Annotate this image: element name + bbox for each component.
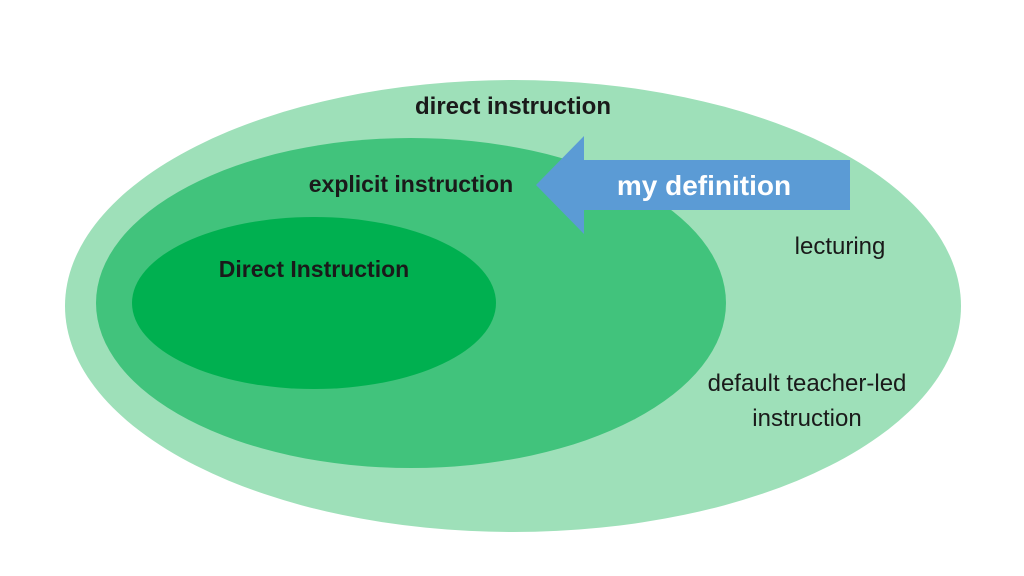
outer-item-default-teacher-led-line2: instruction bbox=[752, 405, 861, 432]
outer-item-default-teacher-led-line1: default teacher-led bbox=[708, 370, 907, 397]
outer-item-lecturing: lecturing bbox=[795, 233, 886, 260]
outer-ellipse-label: direct instruction bbox=[415, 93, 611, 120]
left-arrow-icon bbox=[536, 136, 850, 234]
middle-ellipse-label: explicit instruction bbox=[309, 171, 513, 197]
inner-ellipse-label: Direct Instruction bbox=[219, 256, 409, 282]
inner-ellipse-direct-instruction bbox=[132, 217, 496, 389]
arrow-label: my definition bbox=[617, 170, 791, 201]
